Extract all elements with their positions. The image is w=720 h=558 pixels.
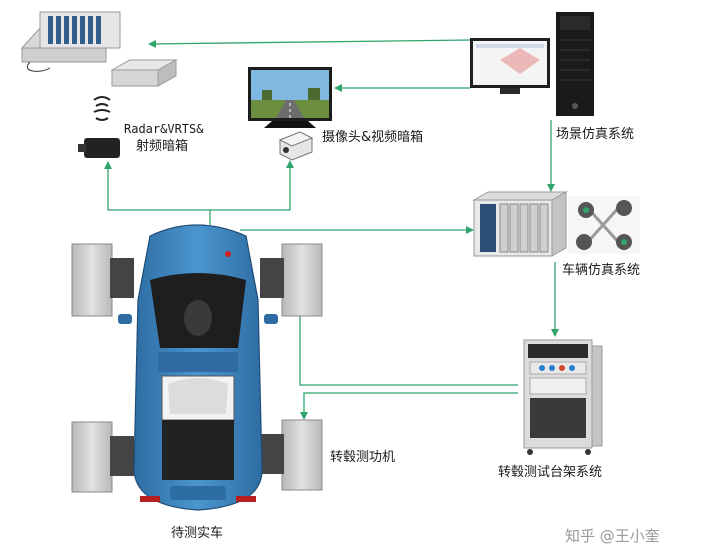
label-vehicle-sim: 车辆仿真系统 bbox=[562, 263, 641, 278]
roller-front-left bbox=[71, 243, 113, 317]
line-rack-to-dyno bbox=[300, 392, 518, 420]
label-dyno: 转毂测功机 bbox=[330, 450, 396, 465]
label-test-car: 待测实车 bbox=[171, 526, 224, 541]
pxi-chassis-image bbox=[472, 191, 568, 257]
label-test-rack: 转毂测试台架系统 bbox=[498, 465, 603, 480]
test-rack-image bbox=[523, 339, 603, 455]
roller-rear-right bbox=[281, 419, 323, 491]
line-car-to-rf bbox=[104, 161, 211, 225]
label-radar-vrts: Radar&VRTS& bbox=[124, 122, 204, 136]
scene-sim-computer-image bbox=[470, 12, 594, 116]
ni-hardware-image bbox=[20, 11, 178, 87]
roller-front-right bbox=[281, 243, 323, 317]
vehicle-model-image bbox=[568, 196, 640, 254]
label-scene-sim: 场景仿真系统 bbox=[556, 127, 635, 142]
line-rack-to-car bbox=[296, 308, 518, 386]
label-camera-box: 摄像头&视频暗箱 bbox=[322, 130, 424, 145]
rf-box-image bbox=[78, 138, 120, 158]
monitor-image bbox=[248, 67, 332, 128]
camera-image bbox=[278, 131, 314, 161]
wifi-icon bbox=[93, 96, 111, 121]
label-rf-box: 射频暗箱 bbox=[136, 139, 189, 154]
line-car-to-camera bbox=[210, 160, 294, 211]
test-car-image bbox=[118, 224, 278, 511]
roller-rear-left bbox=[71, 421, 113, 493]
line-scene-to-ni bbox=[148, 39, 471, 48]
dyno-rollers bbox=[71, 243, 323, 493]
connector-lines bbox=[104, 39, 559, 420]
watermark: 知乎 @王小奎 bbox=[565, 527, 660, 545]
